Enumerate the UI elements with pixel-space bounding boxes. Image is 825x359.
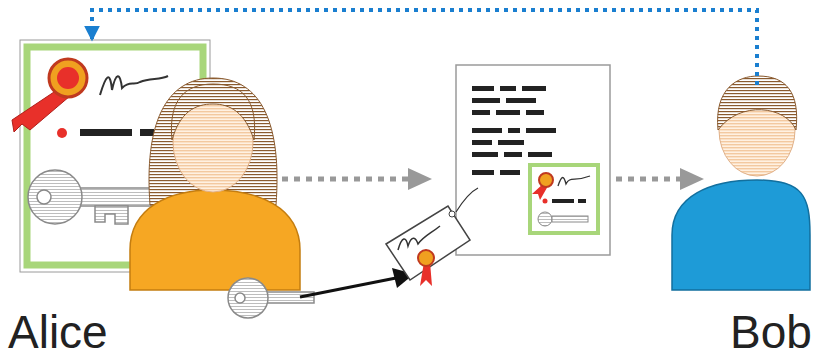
- signature-scribble: [100, 76, 168, 95]
- bullet-dot: [543, 199, 548, 204]
- person-name: Alice: [8, 309, 108, 355]
- seal: [539, 173, 553, 187]
- signature-tag: [386, 188, 478, 286]
- tag-hole: [449, 211, 455, 217]
- sign-arrow: [300, 278, 396, 297]
- arrow-head: [408, 168, 432, 190]
- hair: [149, 78, 277, 205]
- key-symbol: [538, 212, 552, 226]
- alice-node: Alice: [0, 40, 305, 359]
- bob-node: Bob: [640, 85, 825, 359]
- text-lines: [472, 86, 556, 175]
- verification-link: [92, 10, 757, 85]
- signature-scribble: [398, 226, 440, 250]
- flow-arrow: [282, 177, 408, 182]
- seal-core: [57, 67, 79, 89]
- fringe: [171, 84, 254, 140]
- text-bar: [80, 129, 132, 136]
- document-page: [456, 65, 610, 255]
- arrow-head: [680, 168, 704, 190]
- seal: [49, 59, 87, 97]
- text-bar: [552, 199, 574, 203]
- bob-figure: [672, 76, 810, 290]
- document: [456, 65, 610, 255]
- small-certificate: [530, 165, 598, 233]
- tag-string: [456, 188, 478, 212]
- body: [130, 190, 300, 290]
- person-name: Bob: [730, 309, 812, 355]
- bullet-dot: [57, 128, 67, 138]
- seal: [418, 250, 434, 266]
- key-symbol: [552, 216, 588, 222]
- text-bar: [578, 199, 586, 203]
- alice-figure: [130, 78, 300, 290]
- body: [672, 180, 810, 290]
- text-bar: [140, 129, 154, 136]
- signature-scribble: [558, 176, 590, 186]
- flow-arrow: [616, 177, 680, 182]
